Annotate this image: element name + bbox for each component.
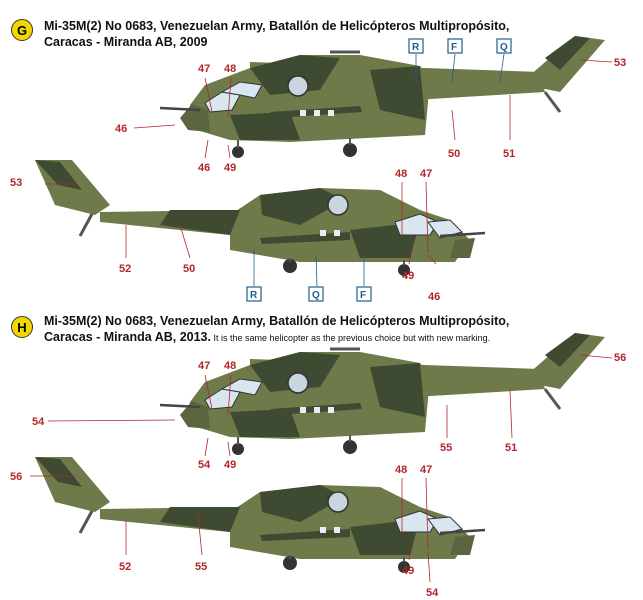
marking-box: Q (308, 286, 324, 302)
helicopter-profile-g-right (158, 34, 607, 160)
callout-label: 54 (198, 459, 211, 471)
scheme-badge-g: G (11, 19, 33, 41)
marking-box: F (356, 286, 372, 302)
callout-label: 48 (395, 168, 407, 180)
callout-label: 55 (440, 442, 452, 454)
callout-label: 46 (115, 123, 127, 135)
leader-lines-h (30, 354, 613, 583)
callout-label: 48 (395, 464, 407, 476)
callout-label: 50 (183, 263, 195, 275)
callout-label: 53 (614, 57, 626, 69)
scheme-title-g: Mi-35M(2) No 0683, Venezuelan Army, Bata… (44, 18, 509, 50)
callout-label: 48 (224, 360, 236, 372)
callout-label: 56 (10, 471, 22, 483)
callout-label: 47 (420, 464, 432, 476)
box-leaders-g (253, 53, 505, 287)
scheme-title-line2: Caracas - Miranda AB, 2009 (44, 35, 208, 49)
callout-label: 55 (195, 561, 207, 573)
callout-label: 54 (32, 416, 45, 428)
callout-label: 49 (402, 270, 414, 282)
svg-text:Q: Q (500, 42, 508, 53)
callout-label: 52 (119, 561, 131, 573)
callout-label: 51 (505, 442, 517, 454)
callout-label: 49 (224, 162, 236, 174)
callout-label: 48 (224, 63, 236, 75)
helicopter-profile-h-left (33, 455, 487, 575)
svg-text:Q: Q (312, 290, 320, 301)
callout-label: 50 (448, 148, 460, 160)
marking-box: F (447, 38, 463, 54)
svg-text:F: F (451, 42, 457, 53)
marking-box: R (246, 286, 262, 302)
callout-label: 46 (198, 162, 210, 174)
helicopter-profile-g-left (33, 158, 487, 278)
scheme-title-line1: Mi-35M(2) No 0683, Venezuelan Army, Bata… (44, 314, 510, 328)
callout-label: 52 (119, 263, 131, 275)
callout-label: 49 (224, 459, 236, 471)
scheme-badge-h: H (11, 316, 33, 338)
callout-label: 51 (503, 148, 515, 160)
callout-label: 47 (420, 168, 432, 180)
callout-label: 47 (198, 63, 210, 75)
helicopter-profile-h-right (158, 331, 607, 457)
callout-label: 53 (10, 177, 22, 189)
svg-text:R: R (250, 290, 258, 301)
scheme-title-line2: Caracas - Miranda AB, 2013. It is the sa… (44, 330, 491, 344)
svg-text:F: F (360, 290, 366, 301)
svg-text:R: R (412, 42, 420, 53)
callout-label: 49 (402, 565, 414, 577)
marking-box: Q (496, 38, 512, 54)
callout-label: 56 (614, 352, 626, 364)
callout-label: 47 (198, 360, 210, 372)
callout-label: 54 (426, 587, 439, 599)
scheme-title-line1: Mi-35M(2) No 0683, Venezuelan Army, Bata… (44, 19, 510, 33)
scheme-note: It is the same helicopter as the previou… (210, 333, 491, 343)
marking-box: R (408, 38, 424, 54)
scheme-title-h: Mi-35M(2) No 0683, Venezuelan Army, Bata… (44, 313, 509, 346)
leader-lines-g (45, 59, 613, 265)
callout-label: 46 (428, 291, 440, 303)
